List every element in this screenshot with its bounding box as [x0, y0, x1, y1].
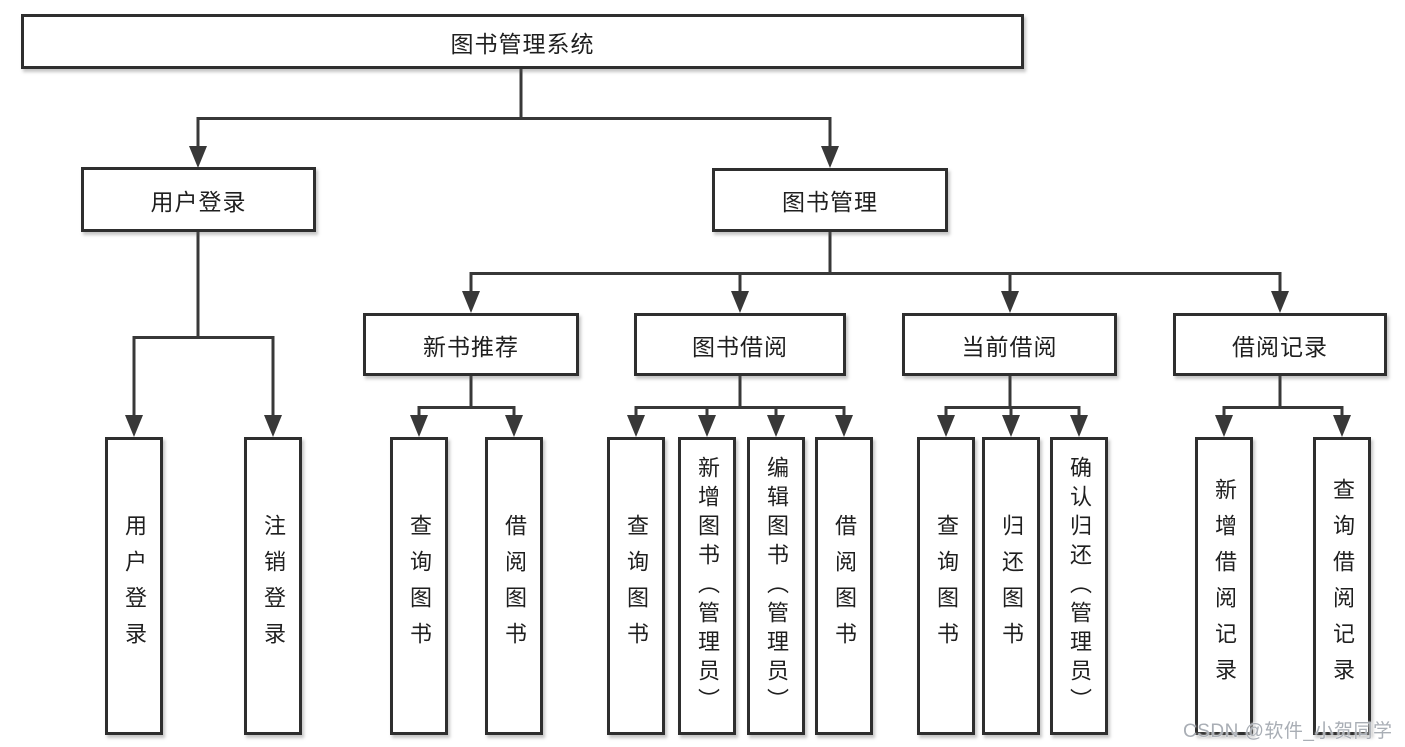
leaf-records-add: 新增借阅记录: [1195, 437, 1253, 735]
leaf-newbook-borrow: 借阅图书: [485, 437, 543, 735]
leaf-borrow-query-label: 查询图书: [624, 514, 649, 658]
node-root: 图书管理系统: [21, 14, 1024, 69]
leaf-newbook-query: 查询图书: [390, 437, 448, 735]
leaf-user-login-label: 用户登录: [122, 514, 147, 658]
node-new-book-recommend-label: 新书推荐: [423, 333, 519, 360]
watermark: CSDN @软件_小贺同学: [1183, 721, 1393, 742]
node-root-label: 图书管理系统: [450, 30, 595, 57]
leaf-user-login: 用户登录: [105, 437, 163, 735]
leaf-records-query: 查询借阅记录: [1313, 437, 1371, 735]
node-user-login-label: 用户登录: [150, 188, 247, 215]
leaf-records-add-label: 新增借阅记录: [1212, 478, 1237, 694]
leaf-borrow-edit-admin: 编辑图书（管理员）: [747, 437, 805, 735]
leaf-current-query: 查询图书: [917, 437, 975, 735]
node-book-manage: 图书管理: [712, 168, 948, 232]
leaf-borrow-query: 查询图书: [607, 437, 665, 735]
leaf-borrow-edit-admin-label: 编辑图书（管理员）: [764, 455, 789, 717]
leaf-records-query-label: 查询借阅记录: [1330, 478, 1355, 694]
leaf-newbook-query-label: 查询图书: [407, 514, 432, 658]
leaf-borrow-add-admin-label: 新增图书（管理员）: [695, 455, 720, 717]
leaf-borrow-borrow: 借阅图书: [815, 437, 873, 735]
leaf-current-confirm-admin-label: 确认归还（管理员）: [1067, 455, 1092, 717]
node-borrow-records-label: 借阅记录: [1232, 333, 1328, 360]
node-user-login: 用户登录: [81, 167, 316, 232]
leaf-logout: 注销登录: [244, 437, 302, 735]
node-new-book-recommend: 新书推荐: [363, 313, 579, 376]
leaf-logout-label: 注销登录: [261, 514, 286, 658]
node-book-borrow-label: 图书借阅: [692, 333, 788, 360]
leaf-current-query-label: 查询图书: [934, 514, 959, 658]
node-current-borrow: 当前借阅: [902, 313, 1117, 376]
node-current-borrow-label: 当前借阅: [961, 333, 1058, 360]
leaf-current-return: 归还图书: [982, 437, 1040, 735]
leaf-newbook-borrow-label: 借阅图书: [502, 514, 527, 658]
leaf-current-confirm-admin: 确认归还（管理员）: [1050, 437, 1108, 735]
leaf-borrow-add-admin: 新增图书（管理员）: [678, 437, 736, 735]
leaf-borrow-borrow-label: 借阅图书: [832, 514, 857, 658]
node-book-borrow: 图书借阅: [634, 313, 846, 376]
node-borrow-records: 借阅记录: [1173, 313, 1387, 376]
node-book-manage-label: 图书管理: [782, 189, 878, 215]
leaf-current-return-label: 归还图书: [999, 514, 1024, 658]
